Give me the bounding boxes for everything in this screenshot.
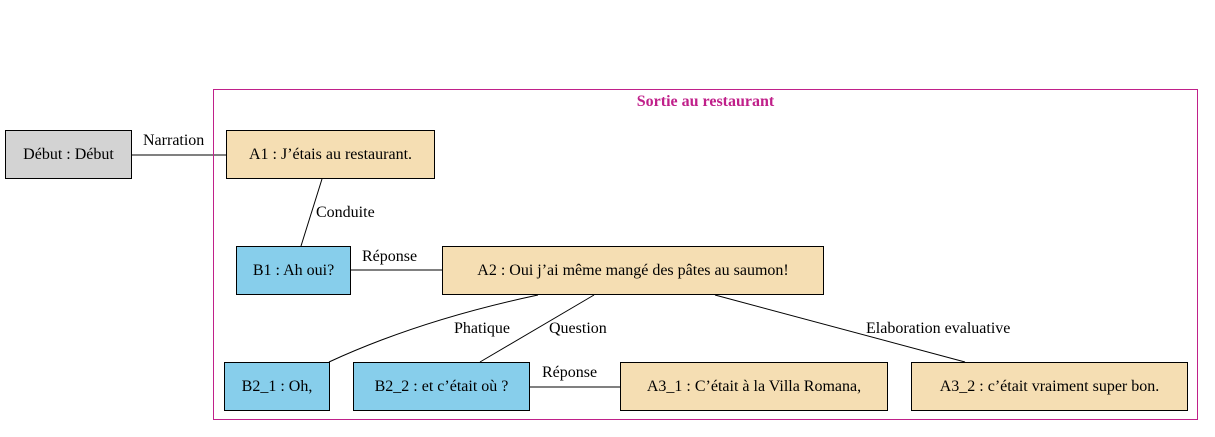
node-a3-1[interactable]: A3_1 : C’était à la Villa Romana, <box>620 362 888 411</box>
edge-conduite <box>300 178 323 247</box>
edge-label-elaboration: Elaboration evaluative <box>866 320 1011 337</box>
node-a3-2[interactable]: A3_2 : c’était vraiment super bon. <box>911 362 1188 411</box>
edge-elaboration <box>714 294 966 363</box>
edge-label-conduite: Conduite <box>316 204 375 221</box>
cluster-title: Sortie au restaurant <box>636 93 775 110</box>
node-debut[interactable]: Début : Début <box>5 130 132 179</box>
edge-label-reponse-2: Réponse <box>542 364 598 381</box>
edge-label-question: Question <box>549 320 607 337</box>
node-a1[interactable]: A1 : J’étais au restaurant. <box>226 130 435 179</box>
edge-label-reponse-1: Réponse <box>362 248 418 265</box>
node-b2-1[interactable]: B2_1 : Oh, <box>224 362 330 411</box>
cluster-sortie-au-restaurant: Sortie au restaurant <box>213 89 1198 420</box>
edge-phatique <box>328 294 539 363</box>
edge-label-narration: Narration <box>143 132 205 149</box>
node-b1[interactable]: B1 : Ah oui? <box>236 246 351 295</box>
edge-question <box>479 294 595 363</box>
node-a2[interactable]: A2 : Oui j’ai même mangé des pâtes au sa… <box>442 246 824 295</box>
edge-label-phatique: Phatique <box>454 320 510 337</box>
node-b2-2[interactable]: B2_2 : et c’était où ? <box>353 362 530 411</box>
